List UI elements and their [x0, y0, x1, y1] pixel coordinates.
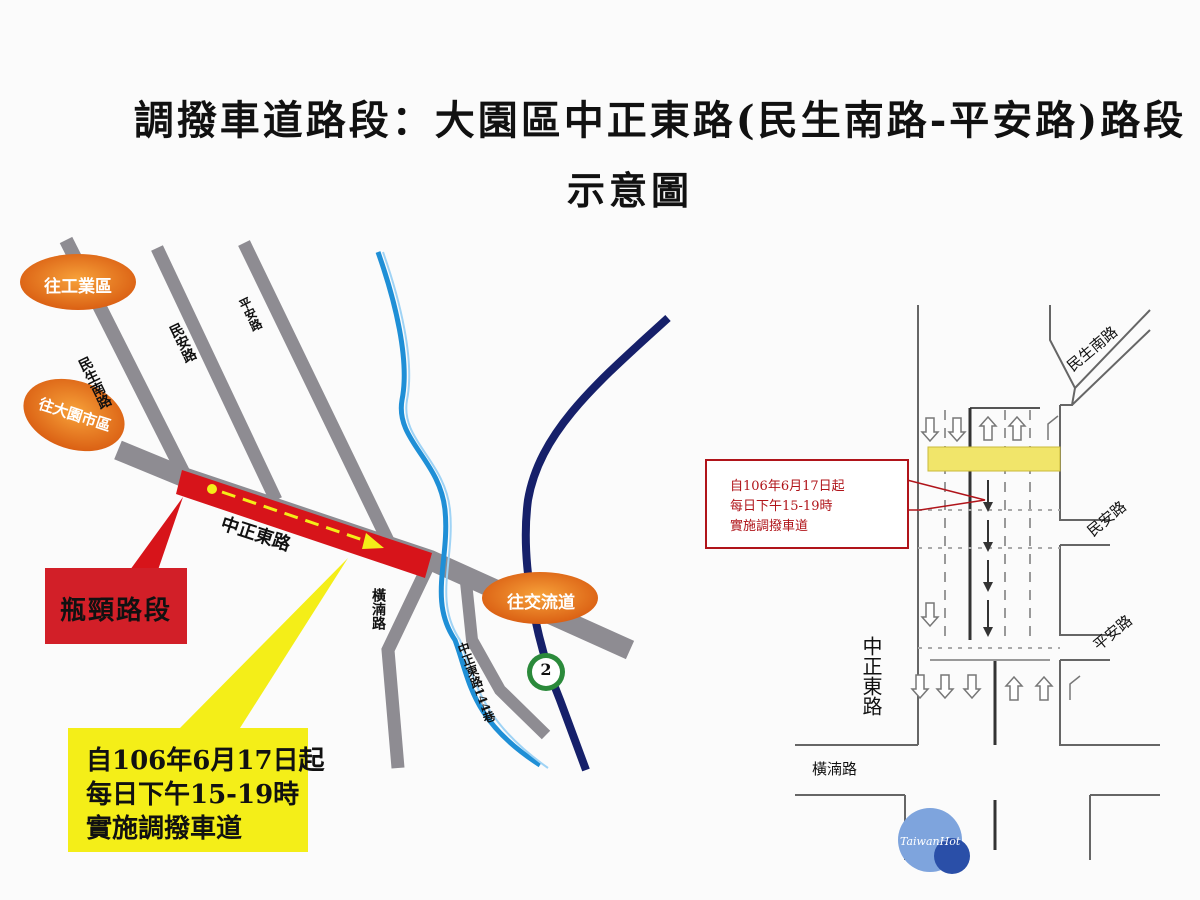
segment-start-dot	[207, 484, 217, 494]
road-pingan	[238, 240, 396, 548]
sign-industrial	[20, 254, 136, 310]
road-minan	[151, 245, 282, 503]
sign-interchange-label: 往交流道	[507, 593, 575, 613]
taiwanhot-logo	[898, 808, 970, 874]
river	[375, 251, 542, 768]
right-notice-line-3: 實施調撥車道	[730, 519, 809, 534]
highway-2	[521, 315, 671, 772]
right-notice-box	[705, 459, 909, 549]
flow-arrow	[221, 490, 367, 543]
label-hengchuan: 橫湳路	[370, 588, 386, 630]
road-hengchuan	[381, 559, 436, 769]
bottleneck-segment	[176, 470, 432, 578]
sign-industrial-label: 往工業區	[44, 277, 112, 297]
notice-line-3: 實施調撥車道	[86, 814, 243, 844]
right-label-zhongzheng-east: 中正東路	[859, 636, 883, 716]
right-notice-line-1: 自106年6月17日起	[730, 479, 845, 494]
notice-line-1: 自106年6月17日起	[86, 746, 325, 776]
notice-callout-pointer	[180, 558, 348, 728]
left-map	[20, 236, 671, 852]
reversible-zone	[927, 446, 1061, 472]
map-title: 調撥車道路段：大園區中正東路(民生南路-平安路)路段	[133, 97, 1187, 144]
notice-box	[68, 728, 308, 852]
route-2-shield	[527, 653, 565, 691]
bottleneck-callout-pointer	[130, 497, 183, 570]
bottleneck-label: 瓶頸路段	[59, 596, 172, 626]
right-callout-lines	[906, 479, 986, 511]
right-notice-text: 自106年6月17日起 每日下午15-19時 實施調撥車道	[730, 477, 845, 537]
road-lane-144	[460, 581, 551, 740]
lane-arrows	[910, 415, 1054, 701]
right-label-hengchuan: 橫湳路	[812, 760, 858, 778]
flow-arrow-head	[362, 533, 384, 549]
route-number: 2	[540, 660, 552, 679]
right-notice-line-2: 每日下午15-19時	[730, 499, 833, 514]
map-subtitle: 示意圖	[566, 168, 693, 213]
sign-dayuan	[23, 378, 125, 452]
bottleneck-box	[45, 568, 187, 644]
turn-arrows	[1047, 415, 1081, 700]
sign-interchange	[482, 572, 598, 624]
notice-line-2: 每日下午15-19時	[86, 780, 300, 810]
notice-text: 自106年6月17日起 每日下午15-19時 實施調撥車道	[86, 744, 325, 846]
watermark-text: TaiwanHot	[900, 835, 961, 848]
